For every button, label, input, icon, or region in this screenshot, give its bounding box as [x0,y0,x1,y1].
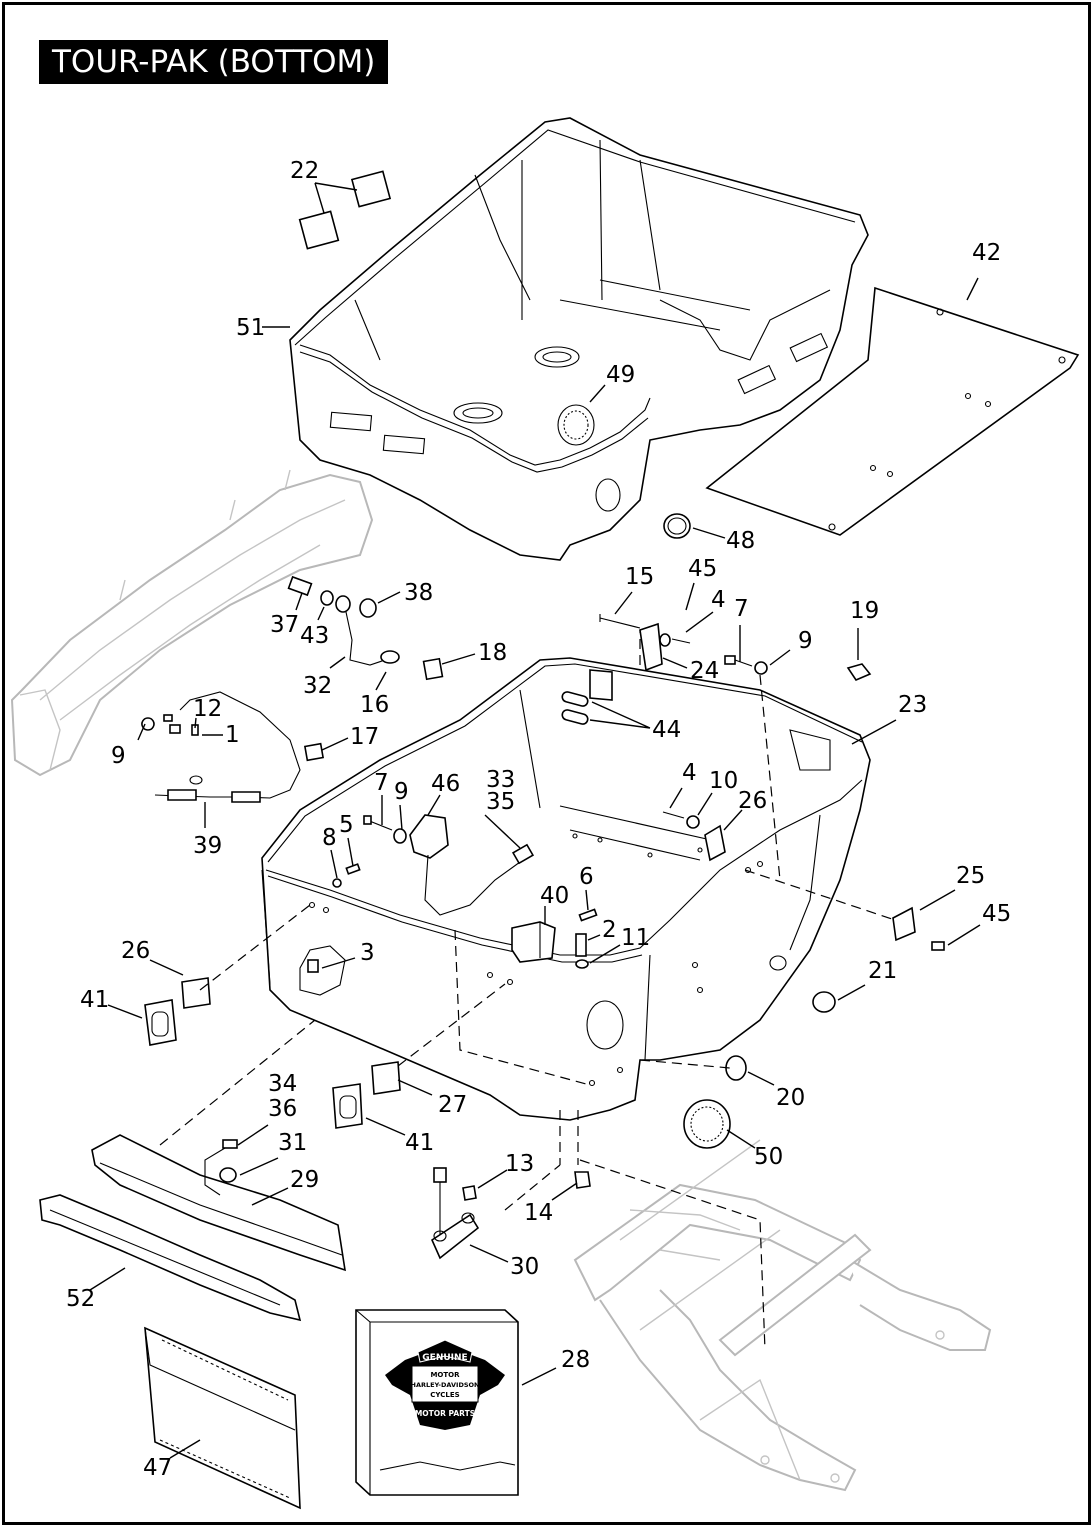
callout-11: 11 [621,925,650,951]
callout-47: 47 [143,1455,172,1481]
callout-20: 20 [776,1085,805,1111]
callout-41-bottom: 41 [405,1130,434,1156]
bottom-mounts [430,1167,591,1260]
callout-12: 12 [193,696,222,722]
retaining-ring [663,513,691,539]
callout-7-top: 7 [734,596,749,622]
genuine-motor-parts-logo: GENUINE MOTOR HARLEY-DAVIDSON CYCLES MOT… [385,1339,505,1430]
fasteners [141,614,945,973]
logo-cycles: CYCLES [430,1391,459,1399]
harness-cable [154,691,301,803]
callout-39: 39 [193,833,222,859]
page-title: TOUR-PAK (BOTTOM) [39,40,389,84]
latch-assembly [409,814,535,916]
callout-26-mid: 26 [738,788,767,814]
leader-lines [89,182,981,1459]
callout-1: 1 [225,722,240,748]
rear-harness [287,575,400,666]
callout-17: 17 [350,724,379,750]
storage-pouch [144,1326,301,1510]
callout-2: 2 [602,917,617,943]
callout-9-left: 9 [111,743,126,769]
callout-50: 50 [754,1144,783,1170]
assembly-lines [159,630,896,1351]
callout-42: 42 [972,240,1001,266]
callout-34: 34 [268,1071,297,1097]
ghost-lid-part [10,469,374,777]
callout-3: 3 [360,940,375,966]
callout-37: 37 [270,612,299,638]
callout-10: 10 [709,768,738,794]
callout-41-left: 41 [80,987,109,1013]
callout-36: 36 [268,1096,297,1122]
callout-35: 35 [486,789,515,815]
hinge-hardware [561,622,916,942]
logo-motor-parts: MOTOR PARTS [415,1409,475,1418]
callout-31: 31 [278,1130,307,1156]
switch-housing [511,921,556,963]
callout-labels: 22 42 51 49 48 38 37 43 32 16 18 15 45 4… [66,158,1011,1481]
tour-pak-liner [289,117,869,561]
callout-30: 30 [510,1254,539,1280]
callout-44: 44 [652,717,681,743]
callout-29: 29 [290,1167,319,1193]
callout-18: 18 [478,640,507,666]
callout-19: 19 [850,598,879,624]
callout-9-top: 9 [798,628,813,654]
logo-brand: HARLEY-DAVIDSON [411,1381,480,1389]
logo-genuine: GENUINE [422,1353,467,1363]
callout-38: 38 [404,580,433,606]
callout-28: 28 [561,1347,590,1373]
callout-23: 23 [898,692,927,718]
callout-27: 27 [438,1092,467,1118]
callout-7-mid: 7 [374,770,389,796]
callout-6: 6 [579,864,594,890]
callout-45-top: 45 [688,556,717,582]
light-bar [39,1134,346,1322]
callout-14: 14 [524,1200,553,1226]
floor-pad [705,286,1080,536]
callout-32: 32 [303,673,332,699]
callout-52: 52 [66,1286,95,1312]
callout-4-mid: 4 [682,760,697,786]
callout-16: 16 [360,692,389,718]
callout-8: 8 [322,825,337,851]
callout-24: 24 [690,658,719,684]
callout-51: 51 [236,315,265,341]
callout-13: 13 [505,1151,534,1177]
callout-49: 49 [606,362,635,388]
logo-motor: MOTOR [430,1371,460,1379]
callout-5: 5 [339,812,354,838]
callout-43: 43 [300,623,329,649]
reflector-pads [298,170,392,250]
callout-15: 15 [625,564,654,590]
callout-22: 22 [290,158,319,184]
callout-21: 21 [868,958,897,984]
callout-40: 40 [540,883,569,909]
callout-9-mid: 9 [394,779,409,805]
callout-33: 33 [486,767,515,793]
callout-4-top: 4 [711,587,726,613]
bumpers-and-pads [144,977,836,1149]
callout-46: 46 [431,771,460,797]
ghost-luggage-rack [573,1139,992,1492]
tour-pak-bottom-case [261,657,871,1121]
callout-25: 25 [956,863,985,889]
callout-26-left: 26 [121,938,150,964]
callout-48: 48 [726,528,755,554]
callout-45-right: 45 [982,901,1011,927]
